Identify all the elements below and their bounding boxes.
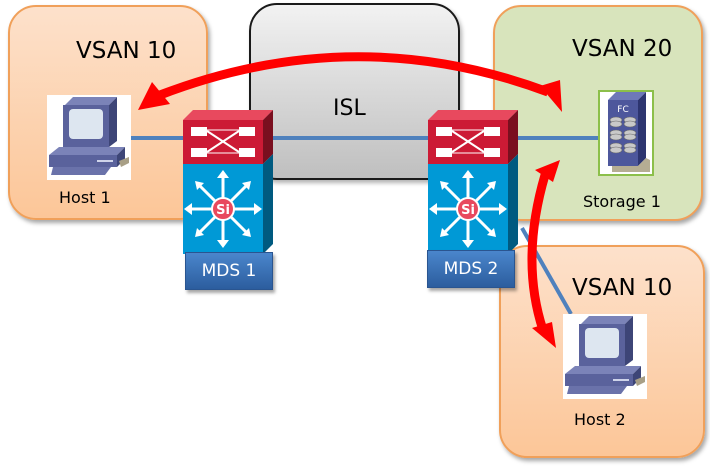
link-mds2-storage1 — [518, 136, 602, 140]
link-host1-mds1 — [128, 136, 184, 140]
vsan-20-title: VSAN 20 — [572, 36, 673, 62]
link-mds1-mds2 — [268, 136, 428, 140]
computer-icon — [565, 316, 645, 394]
computer-icon — [49, 97, 129, 175]
mds-switch-icon: Si — [428, 110, 518, 254]
si-badge: Si — [461, 203, 475, 218]
host-2[interactable] — [563, 314, 647, 399]
host-1-label: Host 1 — [59, 188, 111, 207]
host-2-label: Host 2 — [574, 410, 626, 429]
fc-storage-icon: FC — [608, 92, 650, 172]
storage-1[interactable]: FC — [598, 90, 654, 176]
mds-1-label: MDS 1 — [185, 252, 273, 290]
vsan-10-left-title: VSAN 10 — [76, 38, 177, 64]
mds-2-label: MDS 2 — [427, 250, 515, 288]
fc-badge: FC — [617, 105, 628, 115]
vsan-10-right-title: VSAN 10 — [572, 275, 673, 301]
mds-2-switch[interactable]: Si — [428, 110, 518, 255]
mds-switch-icon: Si — [183, 110, 273, 254]
mds-1-switch[interactable]: Si — [183, 110, 273, 255]
si-badge: Si — [216, 203, 230, 218]
host-1[interactable] — [47, 95, 131, 180]
isl-label: ISL — [333, 96, 366, 121]
storage-1-label: Storage 1 — [583, 192, 661, 211]
